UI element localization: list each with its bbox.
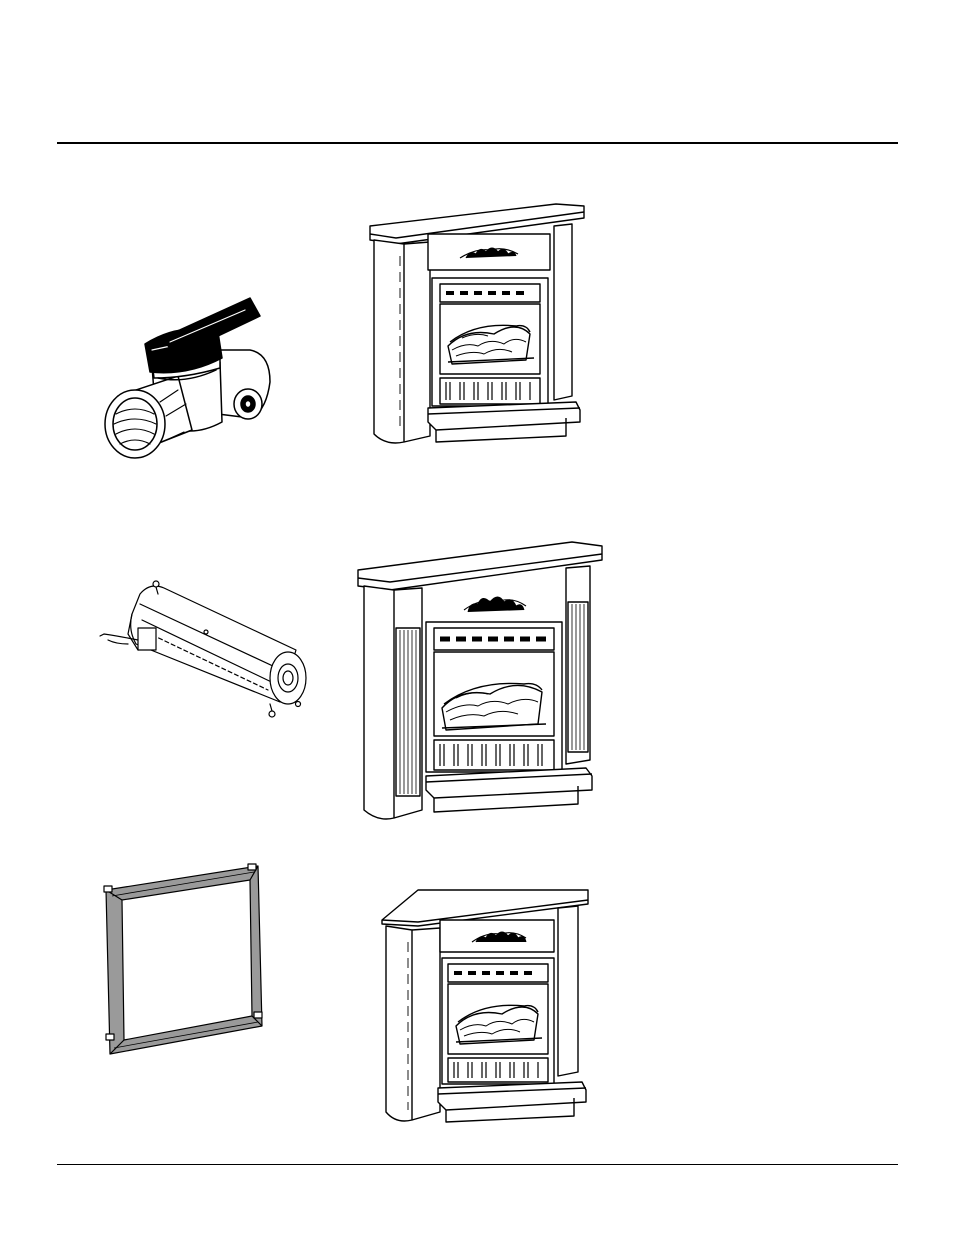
wall-trim-frame-icon xyxy=(102,862,264,1058)
fireplace-mantel-corner-illustration xyxy=(378,886,594,1126)
gas-valve-illustration xyxy=(100,292,275,464)
gas-shutoff-valve-icon xyxy=(100,292,275,464)
trim-frame-illustration xyxy=(102,862,264,1058)
footer-rule xyxy=(57,1164,898,1165)
fireplace-mantel-standard-illustration xyxy=(366,196,586,448)
fireplace-mantel-icon xyxy=(366,196,586,448)
fireplace-mantel-fluted-icon xyxy=(356,540,608,824)
header-rule xyxy=(57,142,898,144)
blower-fan-icon xyxy=(98,574,310,722)
blower-accessory-illustration xyxy=(98,574,310,722)
corner-fireplace-mantel-icon xyxy=(378,886,594,1126)
fireplace-mantel-fluted-illustration xyxy=(356,540,608,824)
